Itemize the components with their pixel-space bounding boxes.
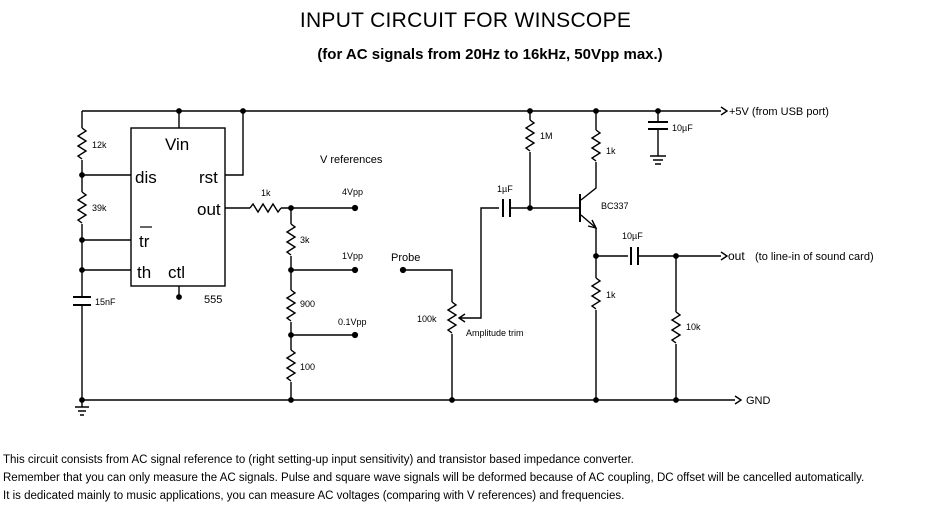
ic-label-dis: dis [135,168,157,187]
note-line-1: This circuit consists from AC signal ref… [3,454,634,466]
capacitor-1uf [502,199,511,217]
label-r900: 900 [300,299,315,309]
label-c10u-supply: 10µF [672,123,693,133]
label-r12k: 12k [92,140,107,150]
ic-label-ctl: ctl [168,263,185,282]
ground-symbol-left [75,400,89,416]
diagram-subtitle: (for AC signals from 20Hz to 16kHz, 50Vp… [317,46,663,63]
label-c10u-out: 10µF [622,231,643,241]
schematic: Vin dis rst out tr th ctl 555 12k 39k 15… [73,106,874,416]
ic-label-tr: tr [139,232,150,251]
label-r39k: 39k [92,203,107,213]
label-c1u: 1µF [497,184,513,194]
resistor-39k [76,191,88,224]
supply-arrow [720,106,729,116]
gnd-arrow [734,395,743,405]
ic-label-rst: rst [199,168,218,187]
label-out: out [728,249,745,263]
resistor-12k [76,127,88,160]
label-pot: 100k [417,314,437,324]
label-4vpp: 4Vpp [342,187,363,197]
label-transistor: BC337 [601,201,629,211]
label-r100: 100 [300,362,315,372]
label-vref-title: V references [320,154,383,166]
ic-555-body [130,127,226,287]
label-probe: Probe [391,252,420,264]
label-1vpp: 1Vpp [342,251,363,261]
ic-label-th: th [137,263,151,282]
resistor-100 [285,349,297,382]
capacitor-10uf-supply [648,121,668,130]
label-out-note: (to line-in of sound card) [755,251,874,263]
description-notes: This circuit consists from AC signal ref… [3,451,864,505]
label-01vpp: 0.1Vpp [338,317,367,327]
label-gnd: GND [746,395,771,407]
label-r1k-divider: 1k [261,188,271,198]
resistor-1k-divider [249,202,282,214]
terminal-1vpp [351,266,359,274]
resistor-1k-emitter [590,277,602,310]
ic-label-vin: Vin [165,135,189,154]
ground-symbol-supply [650,155,666,165]
diagram-title: INPUT CIRCUIT FOR WINSCOPE [299,9,632,32]
terminal-4vpp [351,204,359,212]
terminal-01vpp [351,331,359,339]
label-r3k: 3k [300,235,310,245]
note-line-2: Remember that you can only measure the A… [3,472,865,484]
resistor-900 [285,289,297,322]
pot-wiper [457,313,470,323]
label-supply: +5V (from USB port) [729,106,829,118]
label-pot-amplitude: Amplitude trim [466,328,524,338]
capacitor-15nf [73,296,91,306]
label-r10k: 10k [686,322,701,332]
resistor-3k [285,223,297,256]
potentiometer-100k [446,301,458,334]
ic-label-out: out [197,200,221,219]
resistor-10k [670,311,682,344]
label-c15n: 15nF [95,297,116,307]
capacitor-10uf-out [630,247,639,265]
resistor-1k-collector [590,129,602,162]
resistor-1m [524,119,536,152]
label-r1m: 1M [540,131,553,141]
label-r1k-collector: 1k [606,146,616,156]
ic-part-number: 555 [204,294,222,306]
label-r1k-emitter: 1k [606,290,616,300]
out-arrow [720,251,729,261]
note-line-3: It is dedicated mainly to music applicat… [3,490,625,502]
